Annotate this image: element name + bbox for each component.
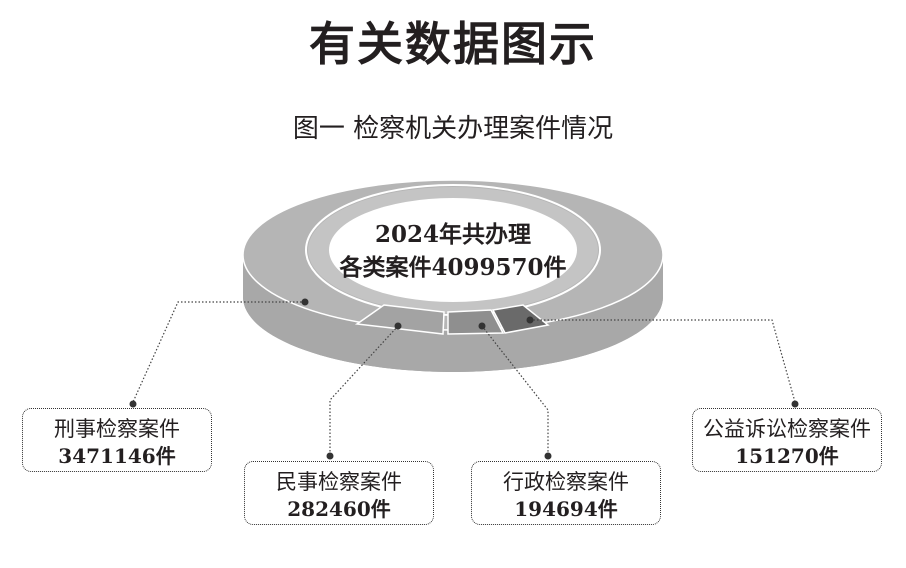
segment-criminal-dot — [129, 400, 137, 408]
label-value: 151270件 — [735, 444, 839, 468]
segment-civil — [354, 304, 445, 335]
label-name: 民事检察案件 — [276, 470, 402, 494]
page-title: 有关数据图示 — [309, 17, 597, 71]
label-name: 行政检察案件 — [503, 470, 629, 494]
segment-administrative — [447, 309, 505, 335]
segment-criminal-leader-line — [132, 301, 305, 403]
label-name: 刑事检察案件 — [54, 417, 180, 441]
segment-civil-dot — [394, 322, 402, 330]
label-value: 3471146件 — [58, 444, 176, 468]
segment-public-interest-dot — [526, 316, 534, 324]
label-name: 公益诉讼检察案件 — [703, 417, 871, 441]
total-line2: 各类案件4099570件 — [339, 254, 567, 281]
label-box-civil: 民事检察案件 282460件 — [244, 461, 434, 525]
segment-civil-dot — [326, 452, 334, 460]
chart-subtitle: 图一 检察机关办理案件情况 — [292, 114, 614, 144]
segment-public-interest — [491, 304, 550, 334]
segment-administrative-leader-line — [481, 325, 549, 456]
label-value: 282460件 — [287, 497, 391, 521]
segment-criminal-dot — [301, 298, 309, 306]
total-label: 2024年共办理 各类案件4099570件 — [303, 218, 603, 284]
total-line1: 2024年共办理 — [374, 221, 531, 248]
segment-administrative-dot — [478, 322, 486, 330]
label-box-public-interest: 公益诉讼检察案件 151270件 — [692, 408, 882, 472]
label-value: 194694件 — [514, 497, 618, 521]
segment-administrative-dot — [544, 452, 552, 460]
segment-public-interest-leader-line — [530, 319, 796, 403]
segment-public-interest-dot — [791, 400, 799, 408]
label-box-criminal: 刑事检察案件 3471146件 — [22, 408, 212, 472]
ring-center-hole — [329, 198, 577, 302]
label-box-administrative: 行政检察案件 194694件 — [471, 461, 661, 525]
segment-civil-leader-line — [329, 325, 399, 456]
